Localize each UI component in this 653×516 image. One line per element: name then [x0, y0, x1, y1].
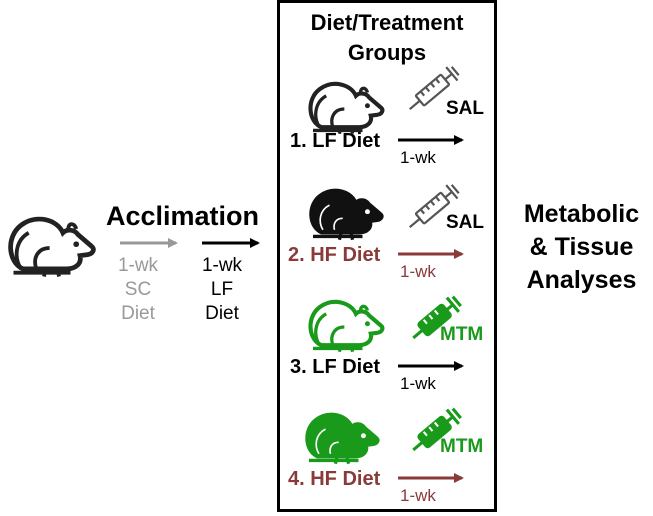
outcome-line1: Metabolic: [523, 200, 640, 228]
group2-duration: 1-wk: [400, 262, 436, 281]
group1-label: 1. LF Diet: [290, 130, 381, 152]
group4-treatment: MTM: [440, 436, 484, 457]
group2-label: 2. HF Diet: [288, 244, 381, 266]
group4-duration: 1-wk: [400, 486, 436, 505]
group3-treatment: MTM: [440, 324, 484, 345]
treatment-groups-title: Diet/Treatment Groups: [277, 8, 497, 68]
acclimation-title: Acclimation: [106, 201, 260, 231]
treatment-groups-box: [277, 0, 497, 512]
group3-duration: 1-wk: [400, 374, 436, 393]
group3-label: 3. LF Diet: [290, 356, 381, 378]
sc-diet-type: SC: [124, 279, 152, 300]
box-title-line1: Diet/Treatment: [310, 10, 464, 35]
outcome-label: Metabolic & Tissue Analyses: [510, 198, 653, 297]
lf-diet-duration: 1-wk: [201, 255, 243, 276]
sc-diet-word: Diet: [121, 303, 155, 324]
outcome-line2: & Tissue: [529, 233, 634, 261]
outcome-line3: Analyses: [526, 266, 637, 294]
lf-diet-word: Diet: [205, 303, 239, 324]
group1-duration: 1-wk: [400, 148, 436, 167]
group4-label: 4. HF Diet: [288, 468, 381, 490]
lf-diet-step: 1-wk LF Diet: [192, 254, 252, 326]
sc-diet-duration: 1-wk: [117, 255, 159, 276]
group1-treatment: SAL: [446, 98, 484, 119]
sc-diet-step: 1-wk SC Diet: [108, 254, 168, 326]
start-mouse-icon: [11, 219, 94, 276]
box-title-line2: Groups: [347, 40, 427, 65]
group2-treatment: SAL: [446, 212, 484, 233]
lf-diet-type: LF: [210, 279, 234, 300]
